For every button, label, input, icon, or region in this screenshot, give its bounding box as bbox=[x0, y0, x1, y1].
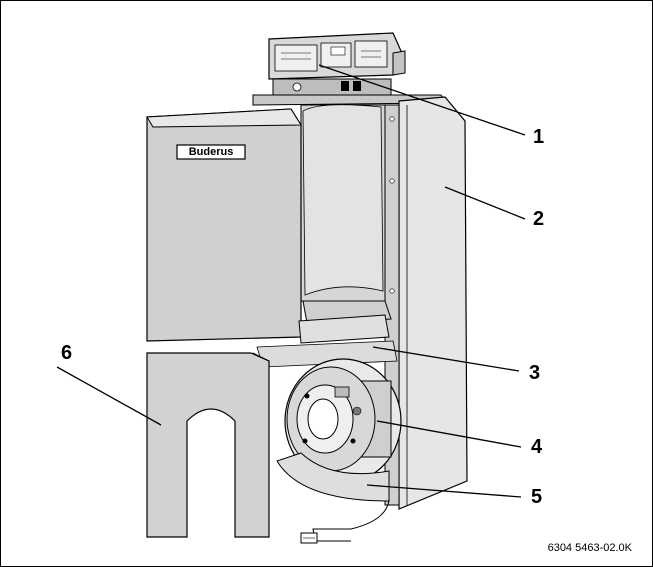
inspection-cover bbox=[256, 300, 398, 368]
burner-housing bbox=[276, 452, 390, 544]
front-door bbox=[146, 108, 302, 342]
side-casing-panel bbox=[398, 96, 468, 510]
figure-reference: 6304 5463-02.0K bbox=[547, 542, 632, 554]
callout-6: 6 bbox=[61, 342, 73, 364]
control-panel bbox=[268, 32, 406, 96]
callout-4: 4 bbox=[531, 436, 543, 458]
callout-3: 3 bbox=[529, 362, 541, 384]
callout-2: 2 bbox=[533, 208, 545, 230]
callout-5: 5 bbox=[531, 486, 543, 508]
leader-lines bbox=[56, 64, 526, 498]
lower-front-panel bbox=[146, 352, 270, 538]
callout-1: 1 bbox=[533, 126, 545, 148]
brand-label: Buderus bbox=[188, 146, 234, 158]
burner-plate bbox=[284, 358, 402, 484]
